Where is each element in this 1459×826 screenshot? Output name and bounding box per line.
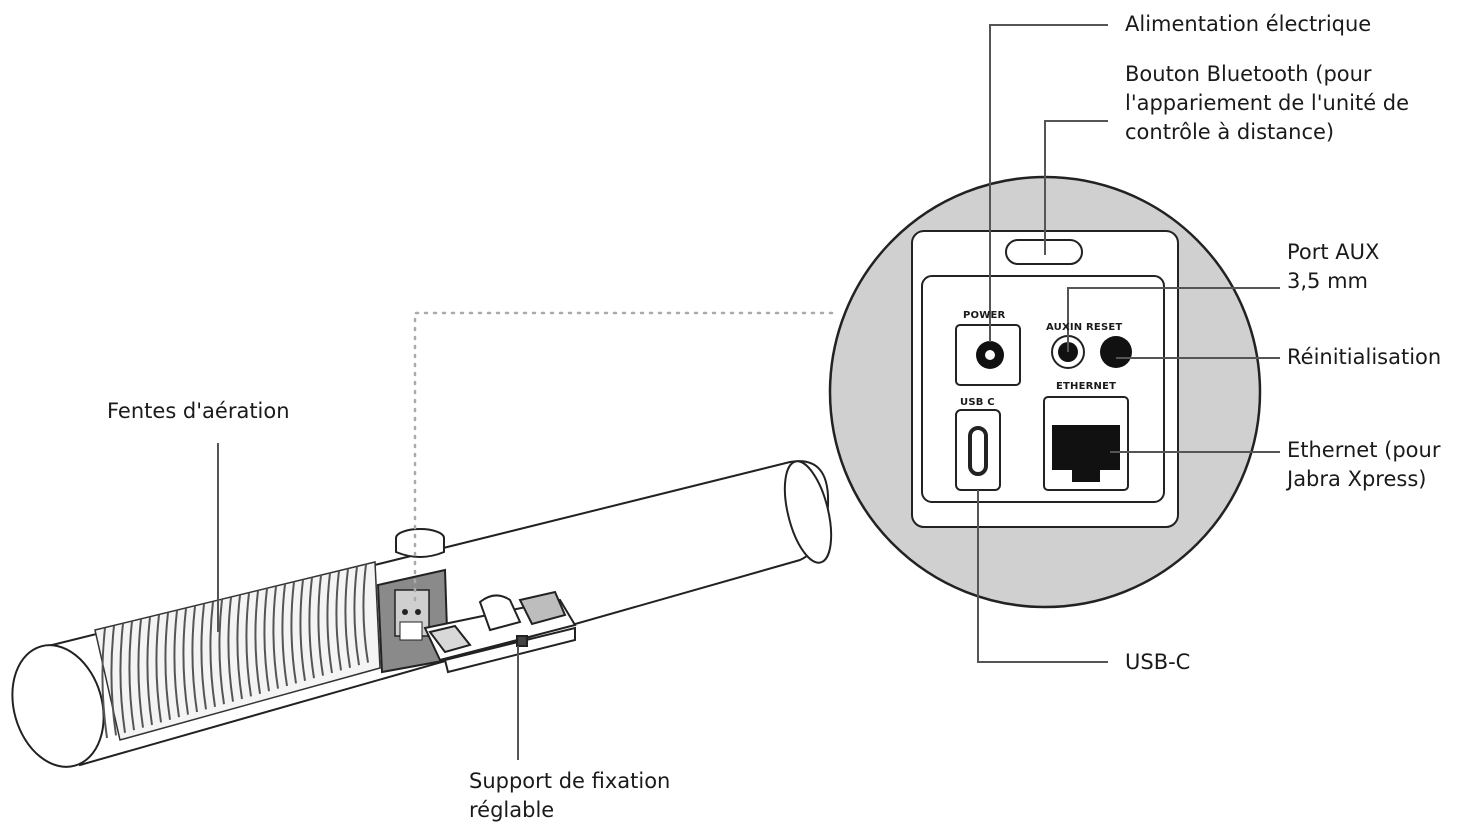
callout-aux-port: Port AUX 3,5 mm: [1287, 240, 1380, 293]
vent-slot: [272, 586, 279, 689]
callout-mount: Support de fixation réglable: [469, 769, 671, 822]
vent-slot: [254, 590, 261, 694]
vent-slot: [137, 619, 144, 728]
usb-c-port: [955, 409, 1001, 491]
mount-bracket: [423, 590, 577, 674]
callout-reset: Réinitialisation: [1287, 345, 1442, 369]
vent-slot: [353, 566, 360, 666]
vent-slot: [191, 605, 198, 713]
vent-slot: [200, 603, 207, 710]
reset-button: [1100, 336, 1132, 368]
vent-slot: [101, 627, 108, 739]
vent-slot: [308, 577, 315, 679]
vent-slot: [299, 579, 306, 681]
panel-label-power: POWER: [963, 310, 1006, 321]
vent-slot: [146, 616, 153, 726]
vent-slot: [326, 572, 333, 674]
panel-label-auxin-reset: AUXIN RESET: [1046, 322, 1123, 333]
leader-lines: [217, 24, 1280, 760]
vent-slot: [218, 599, 225, 705]
vent-slot: [173, 610, 180, 718]
callout-power-supply: Alimentation électrique: [1125, 12, 1372, 36]
vent-slot: [335, 570, 342, 671]
vent-slot: [236, 594, 243, 700]
callout-vents: Fentes d'aération: [107, 399, 290, 423]
vent-slot: [110, 625, 117, 736]
vent-slot: [344, 568, 351, 668]
vent-slot: [281, 583, 288, 687]
vent-slot: [128, 621, 135, 731]
vent-slot: [164, 612, 171, 720]
panel-label-usb-c: USB C: [960, 397, 995, 408]
vent-grille: [94, 561, 381, 741]
vent-slot: [182, 608, 189, 715]
vent-slot: [209, 601, 216, 707]
callout-ethernet: Ethernet (pour Jabra Xpress): [1287, 438, 1441, 491]
power-port: [955, 324, 1021, 386]
vent-slot: [263, 588, 270, 692]
callout-usb-c: USB-C: [1125, 650, 1191, 674]
panel-label-ethernet: ETHERNET: [1056, 381, 1117, 392]
callout-bluetooth-button: Bouton Bluetooth (pour l'appariement de …: [1125, 62, 1410, 144]
vent-slot: [245, 592, 252, 697]
connector-housing: [376, 568, 450, 674]
vent-slot: [155, 614, 162, 723]
ethernet-port: [1043, 396, 1129, 491]
vent-slot: [317, 575, 324, 676]
vent-slot: [362, 564, 369, 663]
top-knob: [395, 528, 445, 558]
zoom-connector-dotted: [413, 311, 840, 602]
vent-slot: [290, 581, 297, 684]
vent-slot: [227, 597, 234, 702]
vent-slot: [119, 623, 126, 733]
